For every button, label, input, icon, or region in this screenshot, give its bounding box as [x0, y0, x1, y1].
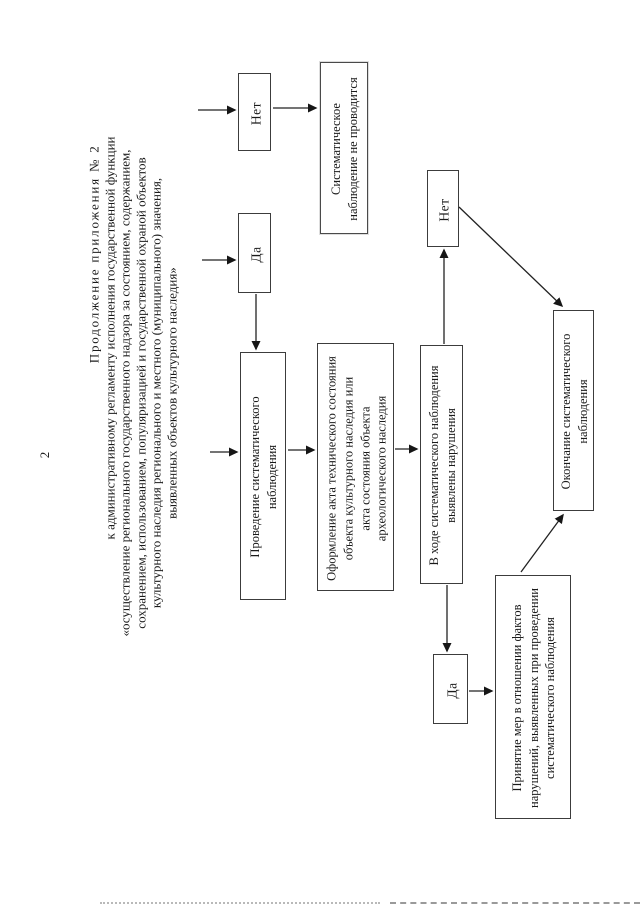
- arrow-no-bottom-to-end: [458, 206, 564, 308]
- arrow-measures-to-end: [520, 513, 564, 573]
- flow-node-yes-bottom: Да: [433, 654, 468, 724]
- flow-node-yes-top: Да: [238, 213, 271, 293]
- flow-node-no-bottom: Нет: [427, 170, 459, 247]
- flow-node-no-top: Нет: [238, 73, 271, 151]
- scan-artifact-dotted-line: [100, 902, 380, 904]
- flow-node-no-observation: Систематическое наблюдение не проводится: [320, 62, 368, 234]
- scan-artifact-dashed-line: [390, 902, 640, 904]
- flow-node-act: Оформление акта технического состояния о…: [317, 343, 394, 591]
- flow-node-conduct: Проведение систематического наблюдения: [240, 352, 286, 600]
- flow-node-violations: В ходе систематического наблюдения выявл…: [420, 345, 463, 584]
- flow-node-end: Окончание систематического наблюдения: [553, 310, 594, 511]
- flow-node-measures: Принятие мер в отношении фактов нарушени…: [495, 575, 571, 819]
